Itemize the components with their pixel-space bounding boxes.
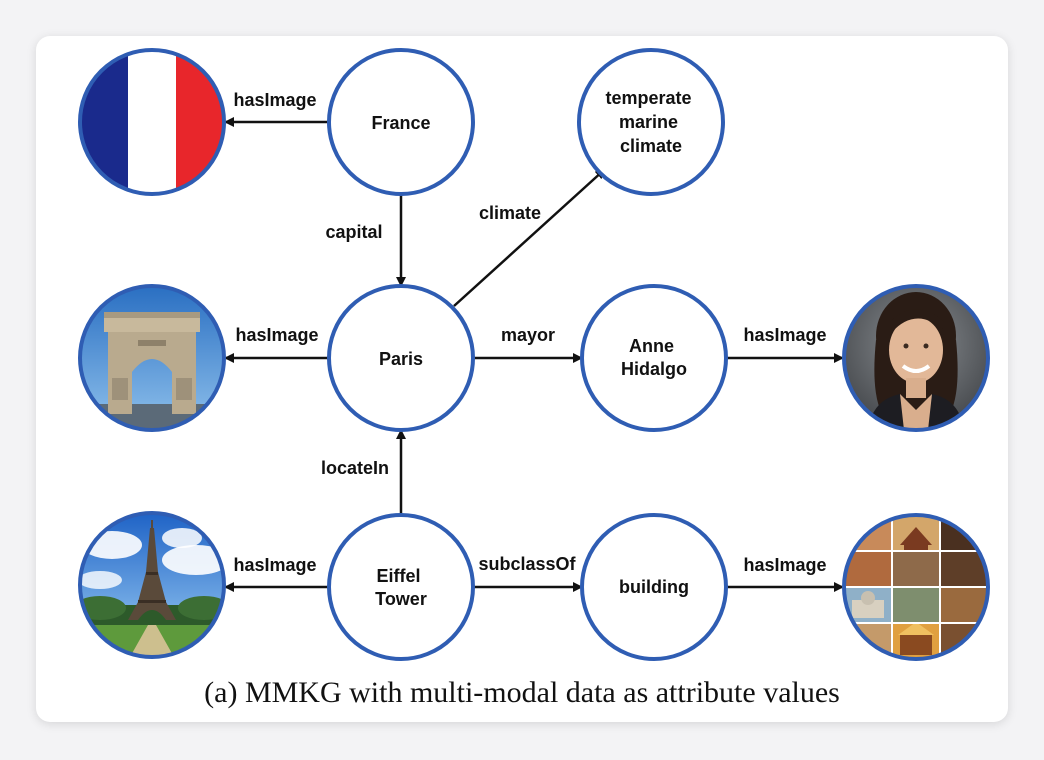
- edge-label-eiffel-hasimage: hasImage: [233, 555, 316, 575]
- edge-label-paris-hasimage: hasImage: [235, 325, 318, 345]
- node-climate-line-1: temperate: [605, 88, 691, 108]
- figure-caption: (a) MMKG with multi-modal data as attrib…: [204, 676, 840, 709]
- edge-label-mayor: mayor: [501, 325, 555, 345]
- node-climate: temperate marine climate: [577, 48, 725, 196]
- edge-label-anne-hasimage: hasImage: [743, 325, 826, 345]
- arc-de-triomphe-image: [78, 284, 226, 432]
- node-climate-line-3: climate: [620, 136, 682, 156]
- svg-text:building: building: [619, 577, 689, 597]
- edge-label-france-hasimage: hasImage: [233, 90, 316, 110]
- edge-label-locatein: locateIn: [321, 458, 389, 478]
- edge-label-capital: capital: [325, 222, 382, 242]
- anne-hidalgo-portrait-image: [842, 284, 990, 432]
- node-eiffel-line-1: Eiffel: [376, 566, 420, 586]
- node-anne-hidalgo: Anne Hidalgo: [580, 284, 728, 432]
- french-flag-image: [78, 48, 226, 196]
- svg-text:Anne Hidalgo: Anne Hidalgo: [621, 336, 687, 379]
- edge-label-climate: climate: [479, 203, 541, 223]
- node-building: building: [580, 513, 728, 661]
- svg-text:France: France: [371, 113, 430, 133]
- svg-text:Eiffel Tower: Eiffel Tower: [375, 566, 427, 609]
- node-paris-line-1: Paris: [379, 349, 423, 369]
- edge-climate: [453, 168, 606, 307]
- node-france-line-1: France: [371, 113, 430, 133]
- eiffel-tower-image: [78, 511, 226, 659]
- node-paris: Paris: [327, 284, 475, 432]
- building-collage-image: [842, 513, 990, 661]
- edge-label-building-hasimage: hasImage: [743, 555, 826, 575]
- node-anne-line-2: Hidalgo: [621, 359, 687, 379]
- node-building-line-1: building: [619, 577, 689, 597]
- node-anne-line-1: Anne: [629, 336, 674, 356]
- svg-text:Paris: Paris: [379, 349, 423, 369]
- svg-text:temperate marine c: temperate marine climate: [605, 88, 696, 156]
- node-eiffel-line-2: Tower: [375, 589, 427, 609]
- node-climate-line-2: marine: [619, 112, 678, 132]
- node-france: France: [327, 48, 475, 196]
- node-eiffel-tower: Eiffel Tower: [327, 513, 475, 661]
- edge-label-subclassof: subclassOf: [478, 554, 576, 574]
